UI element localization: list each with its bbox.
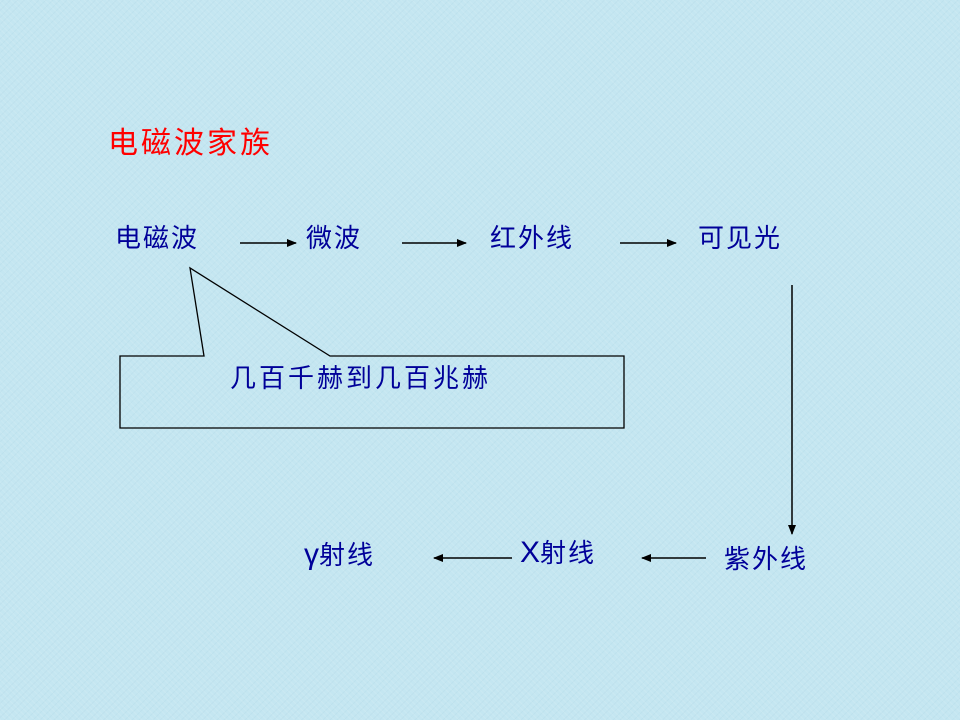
callout-text: 几百千赫到几百兆赫 (230, 364, 492, 394)
node-gamma-ray-symbol: γ (304, 538, 319, 571)
node-infrared: 红外线 (490, 224, 575, 254)
slide-title: 电磁波家族 (108, 126, 273, 161)
node-x-ray-label: 射线 (540, 539, 597, 569)
node-x-ray-symbol: X (520, 536, 541, 569)
node-gamma-ray: γ射线 (304, 540, 375, 570)
node-x-ray: X射线 (520, 538, 596, 568)
node-gamma-ray-label: 射线 (319, 541, 376, 571)
node-ultraviolet: 紫外线 (724, 545, 809, 575)
node-visible-light: 可见光 (698, 224, 783, 254)
node-microwave: 微波 (306, 224, 363, 254)
callout-box (119, 266, 625, 429)
node-em-wave: 电磁波 (115, 224, 200, 254)
